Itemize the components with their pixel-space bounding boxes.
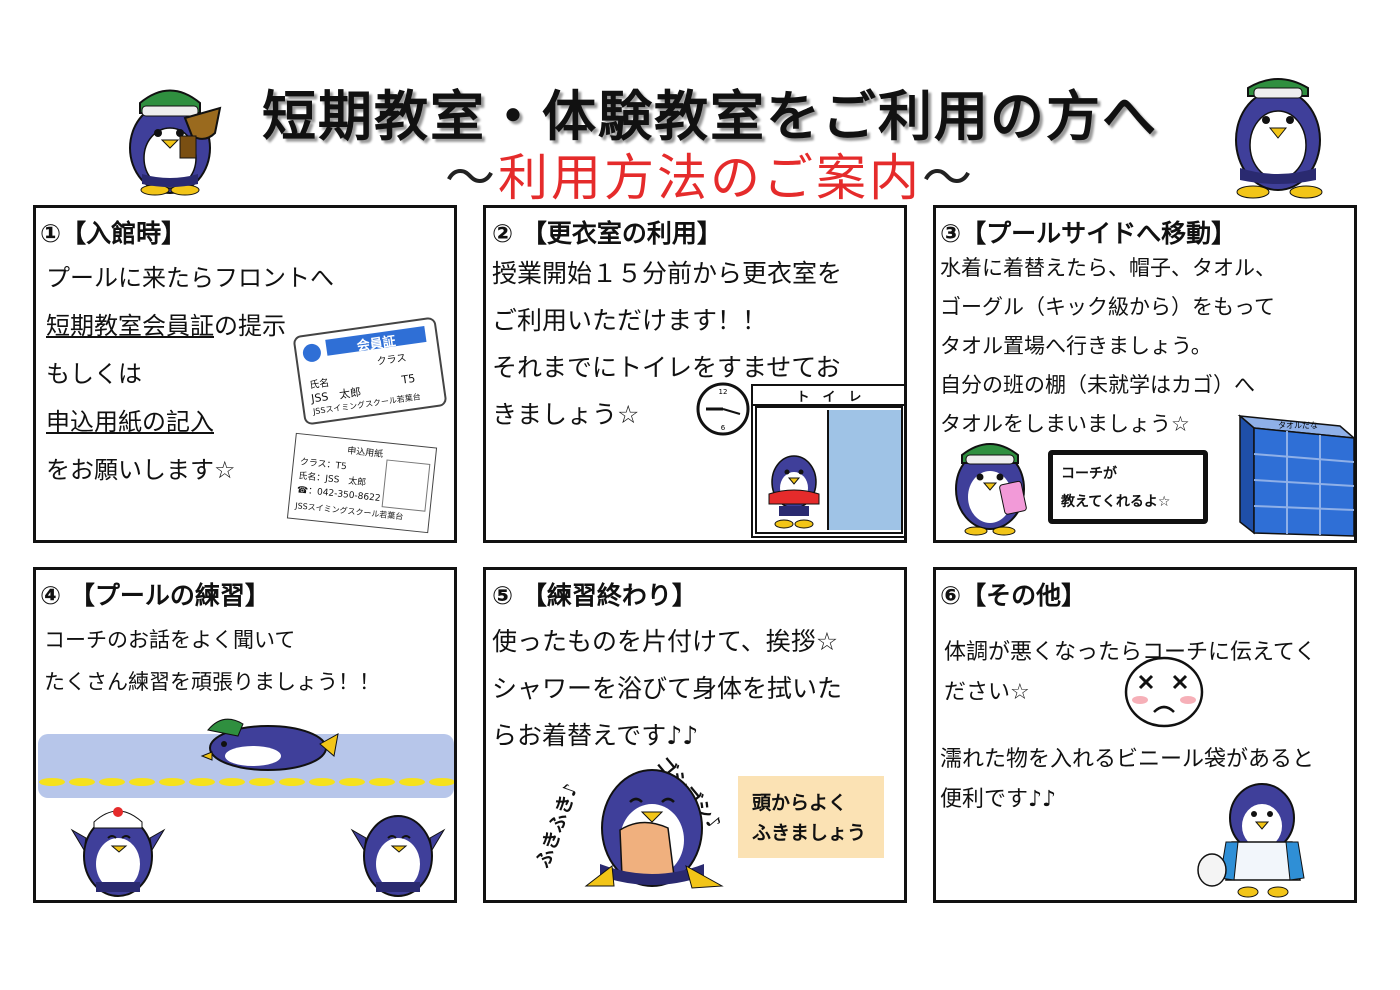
towel-shelf-illustration: タオルだな bbox=[1237, 414, 1354, 537]
instruction-line: シャワーを浴びて身体を拭いた bbox=[492, 674, 843, 703]
panel-heading: ④ 【プールの練習】 bbox=[40, 581, 270, 610]
application-form-illustration: 申込用紙 クラス：T5 氏名：JSS 太郎 ☎：042-350-8622 JSS… bbox=[286, 432, 438, 534]
instruction-line: ご利用いただけます！！ bbox=[492, 306, 768, 335]
speech-bubble-line: 頭からよく bbox=[752, 792, 848, 814]
clock-number-12: 12 bbox=[719, 388, 728, 396]
instruction-line: タオル置場へ行きましょう。 bbox=[940, 334, 1212, 358]
sick-face-icon bbox=[1124, 656, 1204, 728]
page-title: 短期教室・体験教室をご利用の方へ bbox=[262, 85, 1158, 148]
coach-message-line: 教えてくれるよ☆ bbox=[1061, 494, 1171, 510]
penguin-swimming bbox=[200, 718, 339, 771]
panel-other: ⑥【その他】 体調が悪くなったらコーチに伝えてく ださい☆ 濡れた物を入れるビニ… bbox=[933, 567, 1357, 903]
member-card-title: 会員証 bbox=[325, 326, 427, 356]
instruction-line: ださい☆ bbox=[944, 680, 1030, 705]
instruction-line: 短期教室会員証の提示 bbox=[46, 312, 286, 340]
panel-entrance: ①【入館時】 プールに来たらフロントへ 短期教室会員証の提示 もしくは 申込用紙… bbox=[33, 205, 457, 543]
coach-message-line: コーチが bbox=[1061, 466, 1117, 482]
penguin-coach-illustration bbox=[955, 443, 1027, 536]
instruction-line: 水着に着替えたら、帽子、タオル、 bbox=[940, 256, 1276, 280]
panel-heading: ⑥【その他】 bbox=[940, 581, 1087, 610]
member-card-class: T5 bbox=[400, 371, 417, 387]
instruction-line: 濡れた物を入れるビニール袋があると bbox=[940, 747, 1315, 772]
panel-heading: ② 【更衣室の利用】 bbox=[492, 219, 722, 248]
instruction-line: たくさん練習を頑張りましょう！！ bbox=[44, 670, 380, 694]
instruction-line: 体調が悪くなったらコーチに伝えてく bbox=[944, 640, 1317, 665]
panel-heading: ③【プールサイドへ移動】 bbox=[940, 219, 1237, 248]
penguin-trophy-illustration bbox=[129, 89, 222, 196]
pool-illustration bbox=[38, 718, 454, 897]
clock-number-6: 6 bbox=[721, 424, 726, 432]
toilet-sign: ト イ レ bbox=[753, 386, 904, 406]
speech-bubble: 頭からよく ふきましょう bbox=[738, 776, 884, 858]
penguin-with-bag-illustration bbox=[1197, 783, 1305, 898]
instruction-line: 使ったものを片付けて、挨拶☆ bbox=[492, 627, 839, 656]
subtitle-wave-left: ～ bbox=[445, 149, 498, 207]
instruction-line: もしくは bbox=[46, 360, 142, 388]
instruction-line: 便利です♪♪ bbox=[940, 787, 1057, 812]
shelf-label: タオルだな bbox=[1278, 421, 1318, 430]
penguin-standing-left bbox=[70, 807, 166, 897]
instruction-line: きましょう☆ bbox=[492, 400, 640, 429]
toilet-illustration: ト イ レ bbox=[751, 384, 904, 538]
subtitle-text: 利用方法のご案内 bbox=[498, 149, 922, 207]
panel-heading: ⑤ 【練習終わり】 bbox=[492, 581, 697, 610]
instruction-line: 授業開始１５分前から更衣室を bbox=[492, 259, 843, 288]
instruction-line: をお願いします☆ bbox=[46, 456, 236, 484]
penguin-standing-right bbox=[350, 815, 446, 897]
clock-icon: 12 6 bbox=[696, 382, 750, 436]
coach-message-box: コーチが 教えてくれるよ☆ bbox=[1048, 450, 1208, 524]
instruction-line: プールに来たらフロントへ bbox=[46, 264, 334, 292]
highlight-text: 短期教室会員証 bbox=[46, 312, 214, 340]
panel-pool-practice: ④ 【プールの練習】 コーチのお話をよく聞いて たくさん練習を頑張りましょう！！ bbox=[33, 567, 457, 903]
highlight-text: 申込用紙の記入 bbox=[46, 408, 214, 436]
subtitle-wave-right: ～ bbox=[922, 149, 975, 207]
panel-heading: ①【入館時】 bbox=[40, 219, 187, 248]
member-card-illustration: 会員証 クラス 氏名 JSS 太郎 T5 JSSスイミングスクール若葉台 bbox=[292, 316, 448, 426]
panel-after-practice: ⑤ 【練習終わり】 使ったものを片付けて、挨拶☆ シャワーを浴びて身体を拭いた … bbox=[483, 567, 907, 903]
member-card-logo bbox=[301, 342, 323, 364]
instruction-line: らお着替えです♪♪ bbox=[492, 721, 699, 750]
instruction-line: タオルをしまいましょう☆ bbox=[940, 412, 1190, 436]
penguin-walking-illustration bbox=[1235, 78, 1323, 199]
instruction-line: ゴーグル（キック級から）をもって bbox=[940, 295, 1275, 319]
sound-effect-text: ふきふき♪ bbox=[531, 780, 583, 871]
toilet-door-frame bbox=[755, 406, 903, 534]
penguin-drying-illustration bbox=[584, 769, 724, 889]
panel-locker-room: ② 【更衣室の利用】 授業開始１５分前から更衣室を ご利用いただけます！！ それ… bbox=[483, 205, 907, 543]
speech-bubble-line: ふきましょう bbox=[752, 822, 867, 844]
member-card-class-label: クラス bbox=[376, 352, 408, 368]
toilet-door bbox=[827, 410, 901, 530]
instruction-line: それまでにトイレをすませてお bbox=[492, 353, 841, 382]
penguin-waiting-illustration bbox=[768, 455, 820, 529]
page-subtitle: ～利用方法のご案内～ bbox=[290, 138, 1130, 210]
form-checklist bbox=[381, 459, 431, 512]
instruction-line: コーチのお話をよく聞いて bbox=[44, 628, 296, 652]
panel-poolside: ③【プールサイドへ移動】 水着に着替えたら、帽子、タオル、 ゴーグル（キック級か… bbox=[933, 205, 1357, 543]
instruction-line: 自分の班の棚（未就学はカゴ）へ bbox=[940, 373, 1255, 397]
